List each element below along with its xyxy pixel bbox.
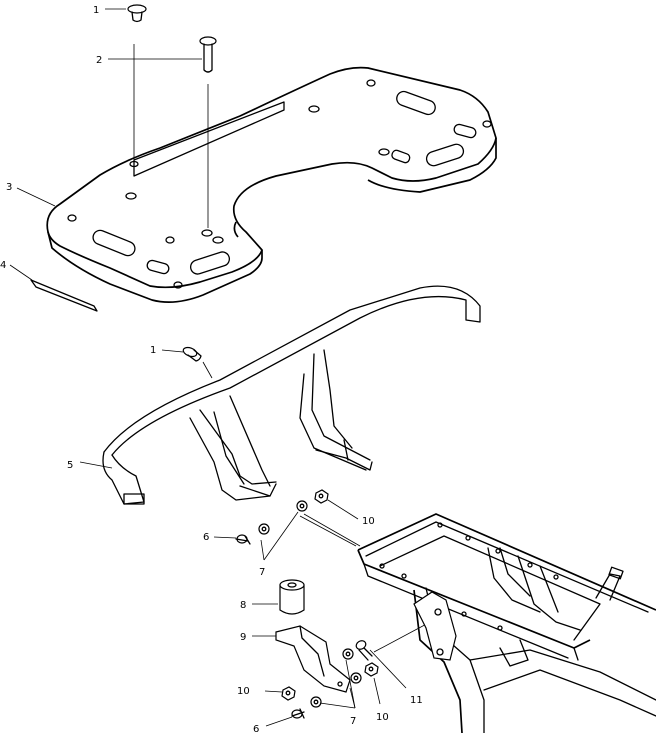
callout-11: 11 <box>410 695 423 706</box>
nut-part-lower <box>281 662 379 701</box>
callout-7: 7 <box>259 567 265 578</box>
leader-line <box>373 677 381 705</box>
callout-10b: 10 <box>237 686 250 697</box>
leader-line <box>303 513 361 547</box>
callout-1: 1 <box>93 5 99 16</box>
washer-part-upper <box>258 500 308 535</box>
callout-1b: 1 <box>150 345 156 356</box>
callout-10c: 10 <box>376 712 389 723</box>
leader-line <box>202 361 213 379</box>
bolt-part-11 <box>355 640 373 661</box>
callout-2: 2 <box>96 55 102 66</box>
nut-part-upper <box>314 489 329 504</box>
leader-line <box>345 659 356 709</box>
vehicle-frame <box>357 513 656 733</box>
leader-line <box>161 349 184 353</box>
leader-line <box>319 702 356 709</box>
spacer-part <box>279 579 305 615</box>
leader-line <box>260 539 265 561</box>
leader-line <box>327 499 359 520</box>
callout-3: 3 <box>6 182 12 193</box>
rack-plate-part <box>46 66 497 303</box>
callout-5: 5 <box>67 460 73 471</box>
leader-line <box>264 690 283 693</box>
leader-line <box>9 264 33 281</box>
callout-6b: 6 <box>253 724 259 733</box>
alignment-line <box>299 515 357 547</box>
callout-9: 9 <box>240 632 246 643</box>
callout-7b: 7 <box>350 716 356 727</box>
washer-part-lower <box>310 648 362 708</box>
bracket-part <box>275 625 351 693</box>
callout-6: 6 <box>203 532 209 543</box>
callout-4: 4 <box>0 260 6 271</box>
rivet-part-lower <box>182 346 202 362</box>
bar-strip-part <box>30 279 98 312</box>
leader-line <box>79 461 113 469</box>
callout-8: 8 <box>240 600 246 611</box>
leader-line <box>16 187 56 207</box>
pin-part <box>199 36 217 73</box>
leader-line <box>263 511 299 561</box>
leader-line <box>369 649 407 689</box>
leader-line <box>265 716 293 727</box>
rivet-part-top <box>127 4 147 23</box>
tube-frame-part <box>102 285 481 505</box>
screw-part-upper <box>235 534 251 545</box>
callout-10: 10 <box>362 516 375 527</box>
leader-line <box>213 536 237 539</box>
screw-part-lower <box>291 708 305 719</box>
